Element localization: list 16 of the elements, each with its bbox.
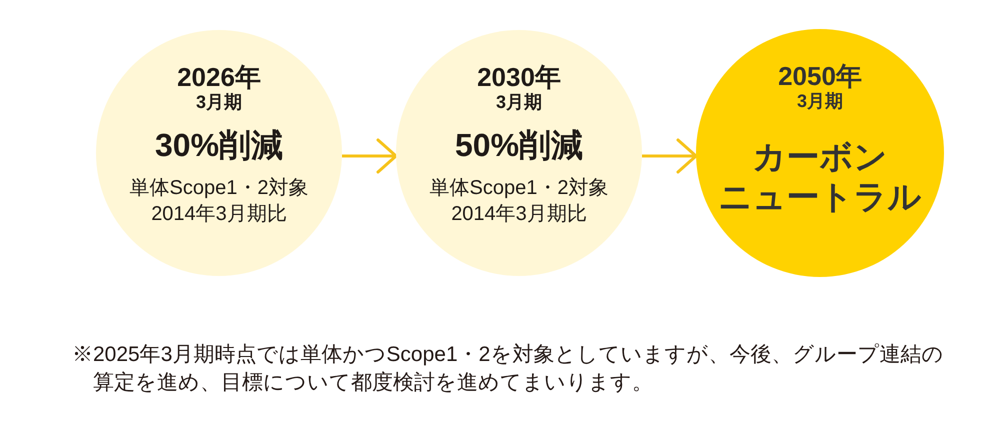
- baseline-text: 2014年3月期比: [451, 202, 587, 226]
- baseline-text: 2014年3月期比: [151, 202, 287, 226]
- scope-text: 単体Scope1・2対象: [430, 176, 608, 200]
- year-text: 2030年: [477, 63, 561, 93]
- arrow: [642, 138, 698, 174]
- period-text: 3月期: [496, 92, 542, 114]
- year-text: 2050年: [778, 62, 862, 92]
- period-text: 3月期: [796, 90, 843, 112]
- goal-text: カーボンニュートラル: [718, 137, 922, 217]
- year-text: 2026年: [177, 63, 261, 93]
- goal-text: 50%削減: [454, 126, 584, 165]
- period-text: 3月期: [196, 92, 242, 114]
- goal-text: 30%削減: [154, 126, 284, 165]
- arrow: [342, 138, 398, 174]
- footnote-text: ※2025年3月期時点では単体かつScope1・2を対象としていますが、今後、グループ連結の算定を進め、目標について都度検討を進めてまいります。: [72, 342, 944, 396]
- scope-text: 単体Scope1・2対象: [130, 176, 308, 200]
